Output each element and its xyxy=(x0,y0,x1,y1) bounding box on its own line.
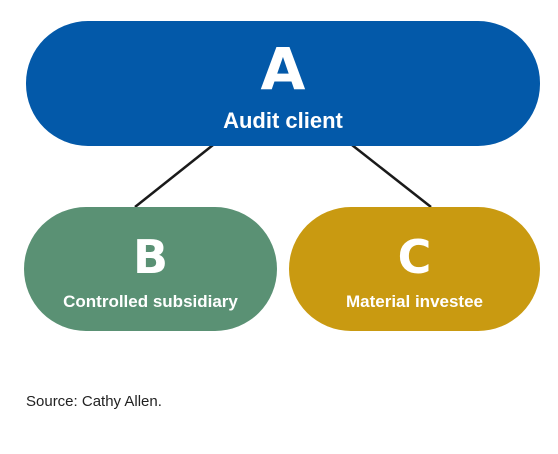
node-c-label: Material investee xyxy=(345,292,483,311)
connector-a-to-b xyxy=(134,144,214,208)
connector-a-to-c xyxy=(351,144,432,208)
source-caption: Source: Cathy Allen. xyxy=(26,393,162,410)
node-b-letter: B xyxy=(132,230,169,284)
node-a-label: Audit client xyxy=(223,107,343,133)
node-c-letter: C xyxy=(397,230,432,284)
node-a-letter: A xyxy=(260,34,306,103)
node-audit-client: A Audit client xyxy=(26,21,540,146)
node-b-label: Controlled subsidiary xyxy=(63,292,238,311)
node-material-investee: C Material investee xyxy=(289,207,540,331)
node-controlled-subsidiary: B Controlled subsidiary xyxy=(24,207,277,331)
